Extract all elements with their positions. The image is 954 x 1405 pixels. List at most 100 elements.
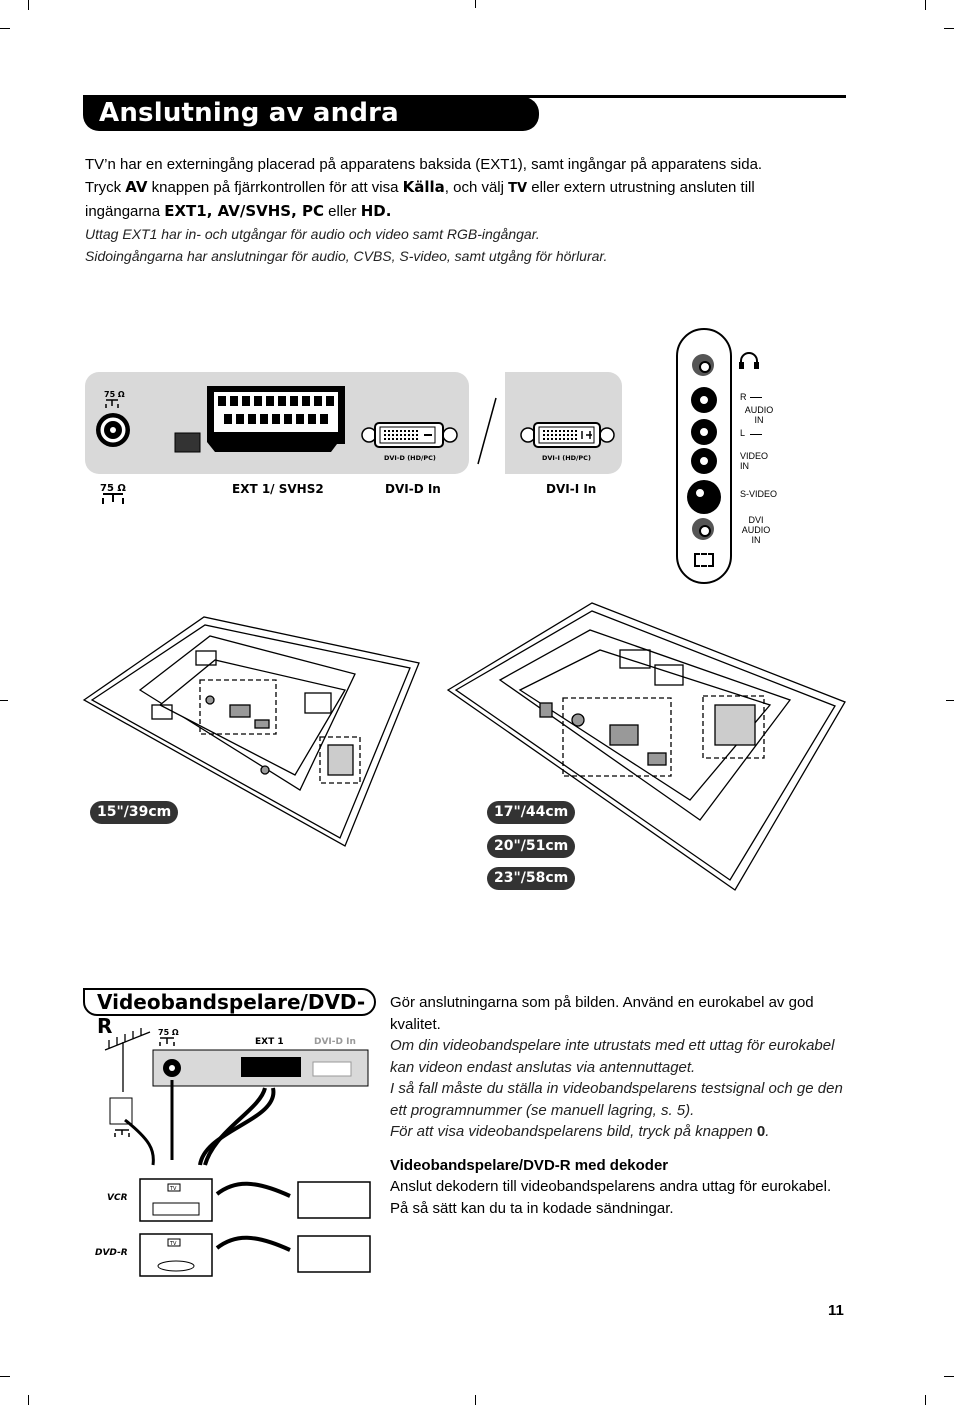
size-23-badge: 23"/58cm xyxy=(487,867,576,890)
intro-note-1: Uttag EXT1 har in- och utgångar för audi… xyxy=(85,226,540,242)
crop-mark xyxy=(475,1395,476,1405)
diagram-dvi-socket xyxy=(312,1061,352,1077)
diagram-dvid-label: DVI-D In xyxy=(314,1037,356,1047)
ext1-small-label: EXT. 1 xyxy=(249,446,273,454)
intro-line-3: ingängarna EXT1, AV/SVHS, PC eller HD. xyxy=(85,200,845,223)
video-in-label: VIDEO IN xyxy=(740,451,769,471)
size-17-badge: 17"/44cm xyxy=(487,801,576,824)
crop-mark xyxy=(944,28,954,29)
ohm-label: 75 Ω xyxy=(104,390,125,399)
diagram-ohm-label: 75 Ω xyxy=(158,1028,179,1037)
dvdr-tv-label: TV xyxy=(169,1241,177,1247)
tv-label: TV xyxy=(508,181,528,196)
size-15-badge: 15"/39cm xyxy=(90,801,179,824)
tv-15-illustration xyxy=(82,616,420,847)
audio-r-label: R xyxy=(740,392,747,402)
ext1-label: EXT 1/ SVHS2 xyxy=(232,482,324,496)
diagram-scart-socket xyxy=(241,1057,301,1077)
intro-text: TV’n har en externingång placerad på app… xyxy=(85,154,845,267)
scart-pins xyxy=(218,396,334,424)
size-20-badge: 20"/51cm xyxy=(487,835,576,858)
vcr-note-1: Om din videobandspelare inte utrustats m… xyxy=(390,1037,835,1076)
antenna-cable xyxy=(124,1118,155,1166)
intro-note-2: Sidoingångarna har anslutningar för audi… xyxy=(85,248,608,264)
vcr-note-3: För att visa videobandspelarens bild, tr… xyxy=(390,1121,846,1143)
crop-mark xyxy=(925,1395,926,1405)
source-label: Källa xyxy=(402,178,445,196)
vcr-note-2: I så fall måste du ställa in videobandsp… xyxy=(390,1080,843,1119)
audio-l-jack xyxy=(691,419,717,445)
vcr-label: VCR xyxy=(107,1193,128,1203)
vcr-paragraph-1: Gör anslutningarna som på bilden. Använd… xyxy=(390,994,814,1033)
bracket xyxy=(750,434,762,435)
crop-mark xyxy=(28,1395,29,1405)
decoder-scart-cable-1 xyxy=(215,1181,291,1198)
av-key: AV xyxy=(125,178,148,196)
text: , och välj xyxy=(444,179,509,196)
decoder-device-1 xyxy=(297,1181,371,1219)
vcr-section-title: Videobandspelare/DVD-R xyxy=(83,988,376,1038)
dvi-d-socket xyxy=(361,422,458,448)
side-connector-panel xyxy=(676,328,732,584)
diagram-ext1-label: EXT 1 xyxy=(255,1037,284,1047)
crop-mark xyxy=(28,0,29,10)
connector-outline-icon xyxy=(694,553,714,567)
page-title: Anslutning av andra apparater xyxy=(83,97,539,160)
inputs-label: EXT1, AV/SVHS, PC xyxy=(164,202,325,220)
text: För att visa videobandspelarens bild, tr… xyxy=(390,1123,757,1140)
vcr-section-text: Gör anslutningarna som på bilden. Använd… xyxy=(390,992,846,1219)
antenna-socket-pin xyxy=(110,427,116,433)
scart-cable-2 xyxy=(198,1087,276,1166)
vcr-paragraph-2: Anslut dekodern till videobandspelarens … xyxy=(390,1178,832,1217)
svhs-socket xyxy=(174,432,201,453)
crop-mark xyxy=(0,1376,10,1377)
diagram-antenna-symbol-icon xyxy=(159,1037,175,1046)
roof-antenna-icon xyxy=(104,1028,151,1092)
dvdr-tv-badge xyxy=(167,1238,181,1247)
text: . xyxy=(765,1123,770,1140)
wall-antenna-symbol-icon xyxy=(114,1129,130,1137)
video-jack xyxy=(691,448,717,474)
rear-connectors-svg: 75 Ω EXT. 1 DVI-D (HD/PC) DVI-I (HD/PC) … xyxy=(96,386,615,504)
intro-line-1: TV’n har en externingång placerad på app… xyxy=(85,156,763,173)
text: eller xyxy=(324,203,361,220)
ohm-bottom-label: 75 Ω xyxy=(100,483,126,494)
intro-line-2: Tryck AV knappen på fjärrkontrollen för … xyxy=(85,176,845,200)
tv-rear-illustrations xyxy=(82,602,846,891)
dvi-i-socket xyxy=(520,422,615,448)
dvi-i-label: DVI-I In xyxy=(546,482,596,496)
diagram-antenna-pin xyxy=(169,1065,175,1071)
crop-mark xyxy=(0,700,8,701)
decoder-scart-cable-2 xyxy=(215,1235,291,1252)
audio-r-jack xyxy=(691,387,717,413)
antenna-bottom-icon xyxy=(102,493,124,504)
decoder-device-2 xyxy=(297,1235,371,1273)
audio-in-label: AUDIO IN xyxy=(744,405,774,425)
dvdr-disc-icon xyxy=(157,1260,195,1272)
bracket xyxy=(750,397,762,398)
dvi-audio-jack xyxy=(692,518,714,540)
crop-mark xyxy=(944,1376,954,1377)
dvdr-label: DVD-R xyxy=(95,1248,128,1258)
headphone-icon xyxy=(739,352,759,369)
crop-mark xyxy=(946,700,954,701)
text: Tryck xyxy=(85,179,126,196)
svideo-jack xyxy=(687,480,721,514)
headphone-jack xyxy=(692,354,714,376)
svideo-label: S-VIDEO xyxy=(740,489,778,499)
dvi-i-small-label: DVI-I (HD/PC) xyxy=(542,454,591,462)
crop-mark xyxy=(0,28,10,29)
tv-17-23-illustration xyxy=(446,602,846,891)
crop-mark xyxy=(925,0,926,10)
crop-mark xyxy=(475,0,476,8)
dvi-d-small-label: DVI-D (HD/PC) xyxy=(384,454,436,462)
page-number: 11 xyxy=(828,1302,844,1319)
separator xyxy=(477,397,497,465)
audio-l-label: L xyxy=(740,428,746,438)
text: ingängarna xyxy=(85,203,165,220)
scart-cable-1 xyxy=(203,1087,267,1166)
vcr-connection-diagram: 75 Ω EXT 1 DVI-D In VCR TV DVD-R TV xyxy=(95,1028,371,1277)
decoder-subheading: Videobandspelare/DVD-R med dekoder xyxy=(390,1156,669,1174)
vcr-tv-badge xyxy=(167,1183,181,1192)
text: knappen på fjärrkontrollen för att visa xyxy=(147,179,403,196)
